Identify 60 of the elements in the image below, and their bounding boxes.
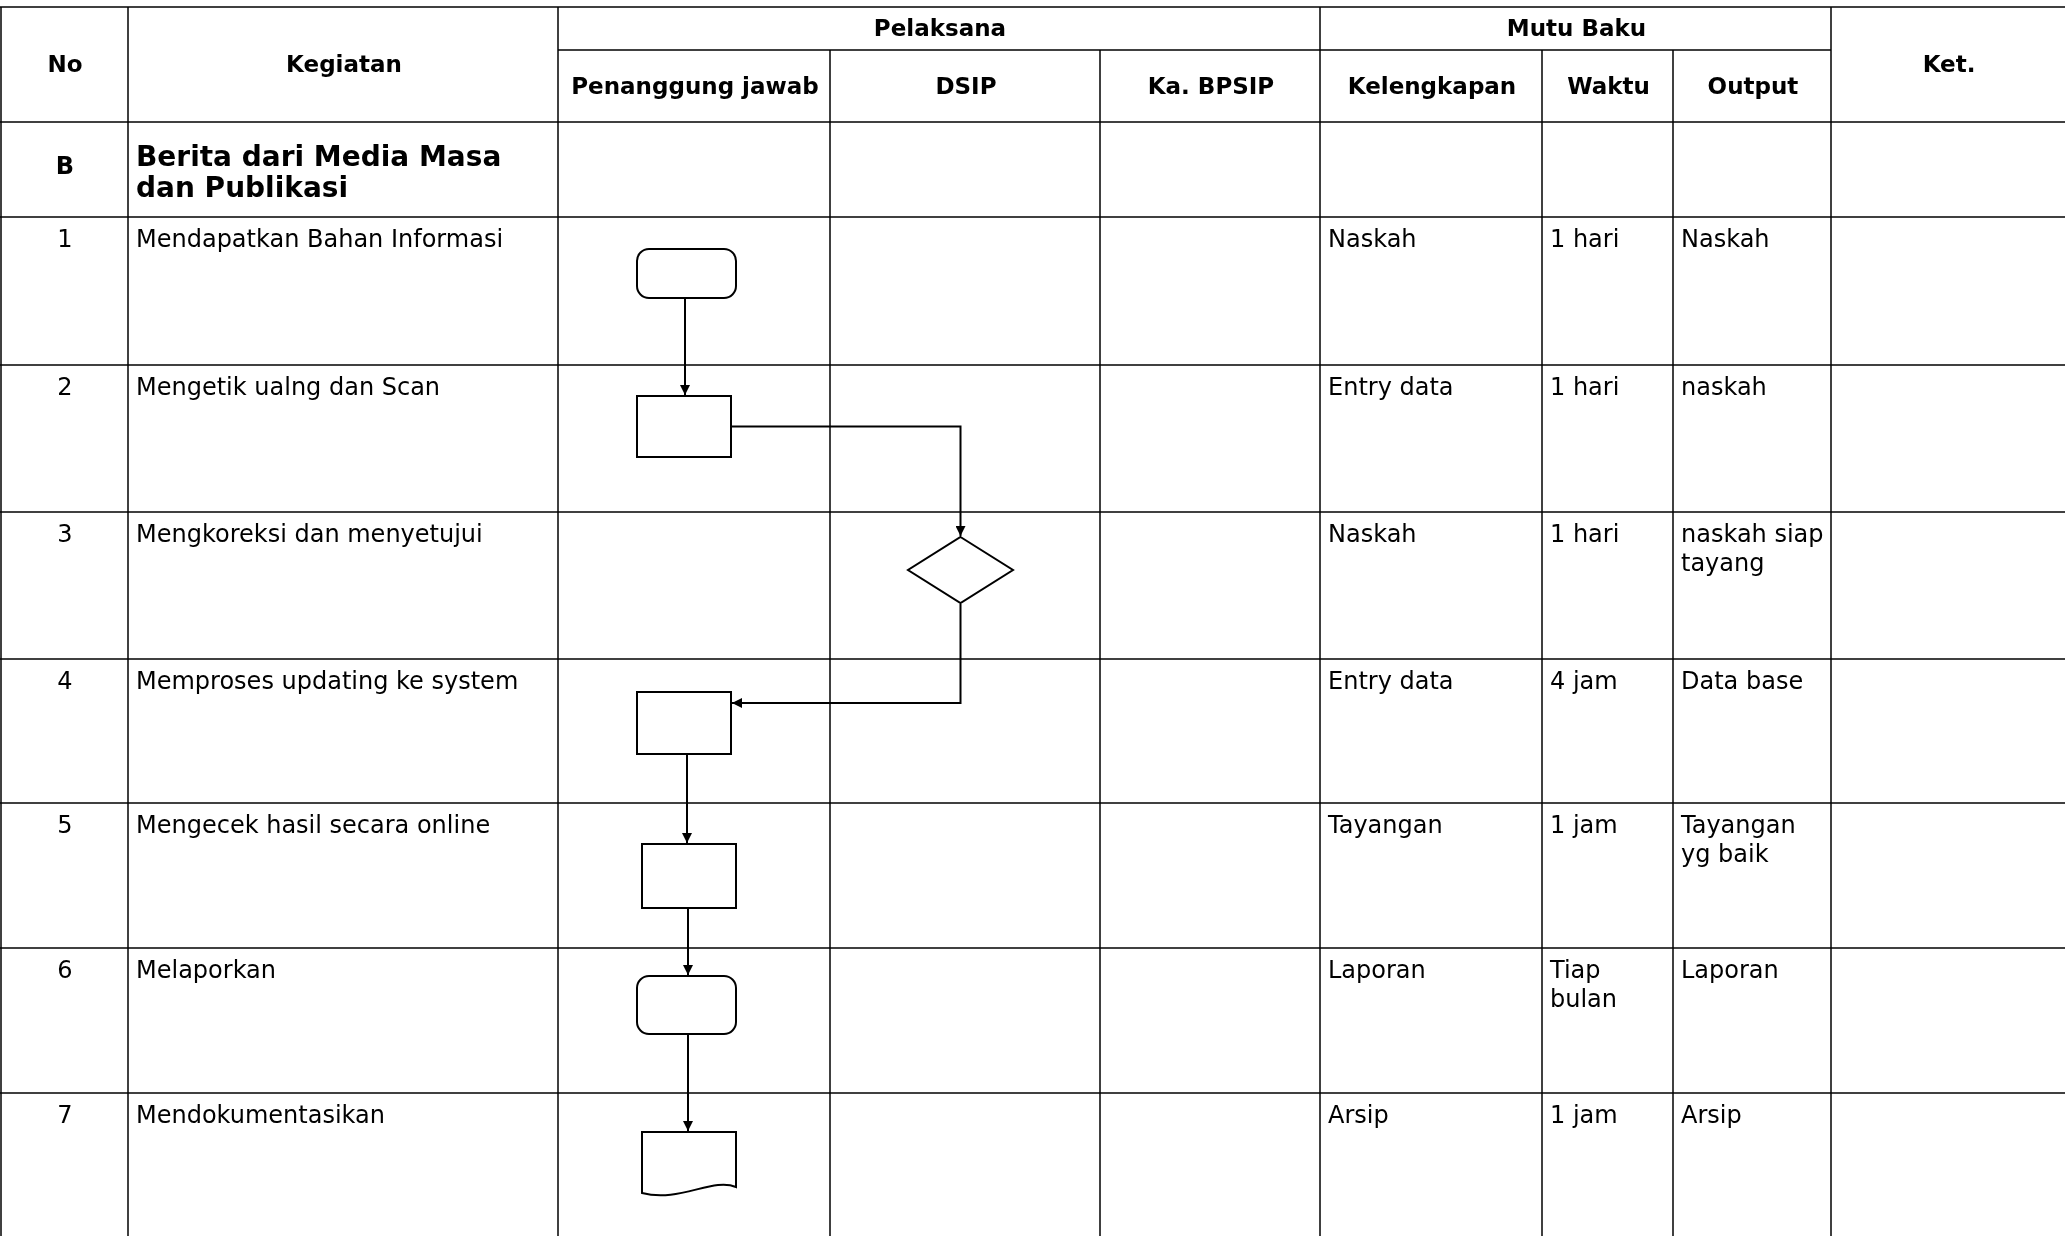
arrow bbox=[680, 298, 690, 396]
section-title: Berita dari Media Masa dan Publikasi bbox=[136, 142, 503, 204]
arrow bbox=[682, 754, 692, 844]
column-header: Output bbox=[1706, 71, 1800, 101]
table-cell-text: Laporan bbox=[1681, 956, 1780, 985]
table-cell: naskah siap tayang bbox=[1681, 520, 1825, 578]
table-cell-text: 1 hari bbox=[1550, 373, 1621, 402]
row-number: 4 bbox=[56, 667, 74, 696]
process-box bbox=[636, 395, 732, 458]
table-cell-text: Naskah bbox=[1681, 225, 1771, 254]
table-cell-text: Mengecek hasil secara online bbox=[136, 811, 492, 840]
table-cell-text: Entry data bbox=[1328, 667, 1455, 696]
terminal-box bbox=[636, 248, 737, 299]
arrow bbox=[683, 1034, 693, 1132]
column-header: Penanggung jawab bbox=[570, 71, 820, 101]
table-cell-text: Arsip bbox=[1681, 1101, 1743, 1130]
table-cell-text: naskah bbox=[1681, 373, 1768, 402]
table-cell-text: Arsip bbox=[1328, 1101, 1390, 1130]
column-header: Mutu Baku bbox=[1505, 14, 1648, 44]
section-number: B bbox=[54, 152, 76, 181]
table-cell-text: 1 jam bbox=[1550, 811, 1619, 840]
row-number: 3 bbox=[56, 520, 74, 549]
table-cell-text: Tayangan yg baik bbox=[1681, 811, 1797, 869]
row-number: 7 bbox=[56, 1101, 74, 1130]
table-cell-text: Mengkoreksi dan menyetujui bbox=[136, 520, 484, 549]
table-cell-text: 1 hari bbox=[1550, 520, 1621, 549]
decision-diamond bbox=[907, 536, 1014, 604]
table-cell-text: Melaporkan bbox=[136, 956, 278, 985]
table-cell-text: Naskah bbox=[1328, 520, 1418, 549]
column-header: Ka. BPSIP bbox=[1146, 71, 1276, 101]
table-cell-text: 4 jam bbox=[1550, 667, 1619, 696]
column-header: Waktu bbox=[1566, 71, 1651, 101]
table-cell-text: 1 hari bbox=[1550, 225, 1621, 254]
row-number: 6 bbox=[56, 956, 74, 985]
table-cell-text: Memproses updating ke system bbox=[136, 667, 520, 696]
process-box bbox=[636, 691, 732, 755]
column-header: Pelaksana bbox=[872, 14, 1008, 44]
table-cell-text: Naskah bbox=[1328, 225, 1418, 254]
arrow bbox=[731, 603, 962, 708]
arrow bbox=[683, 908, 693, 976]
table-cell-text: Tayangan bbox=[1328, 811, 1444, 840]
column-header: Ket. bbox=[1921, 50, 1977, 80]
table-cell-text: Entry data bbox=[1328, 373, 1455, 402]
column-header: Kelengkapan bbox=[1346, 71, 1518, 101]
table-cell-text: Mendokumentasikan bbox=[136, 1101, 386, 1130]
row-number: 1 bbox=[56, 225, 74, 254]
terminal-box bbox=[636, 975, 737, 1035]
column-header: Kegiatan bbox=[285, 50, 403, 80]
table-cell-text: Mendapatkan Bahan Informasi bbox=[136, 225, 505, 254]
arrow bbox=[731, 425, 966, 537]
row-number: 2 bbox=[56, 373, 74, 402]
table-cell-text: Tiap bulan bbox=[1550, 956, 1619, 1014]
table-cell-text: 1 jam bbox=[1550, 1101, 1619, 1130]
table-cell-text: Mengetik ualng dan Scan bbox=[136, 373, 442, 402]
process-box bbox=[641, 843, 737, 909]
column-header: No bbox=[46, 50, 84, 80]
table-cell-text: Data base bbox=[1681, 667, 1805, 696]
row-number: 5 bbox=[56, 811, 74, 840]
column-header: DSIP bbox=[934, 71, 998, 101]
table-cell-text: Laporan bbox=[1328, 956, 1427, 985]
